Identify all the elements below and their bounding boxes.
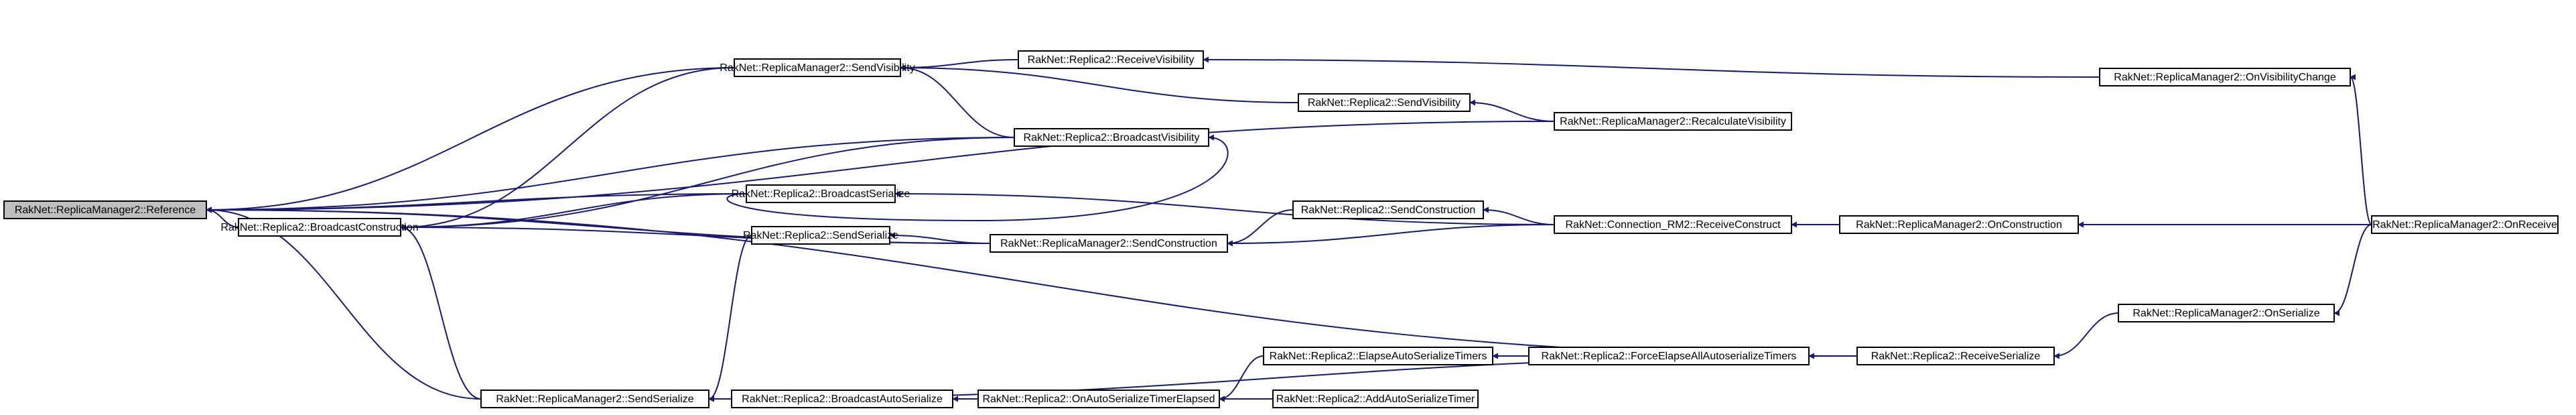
call-edge-n10-to-n1 xyxy=(900,64,1299,103)
node-box xyxy=(977,390,1220,408)
node-box xyxy=(751,226,890,245)
call-edge-n16-to-n14 xyxy=(1219,355,1264,402)
root-function-node[interactable]: RakNet::ReplicaManager2::Reference xyxy=(3,200,207,219)
node-label: RakNet::ReplicaManager2::RecalculateVisi… xyxy=(1560,116,1786,127)
node-box xyxy=(1014,128,1209,147)
call-edge-n3-to-n0 xyxy=(206,137,1015,213)
call-edge-n5-to-n7 xyxy=(708,235,752,402)
call-edge-n1-to-n2 xyxy=(400,67,735,231)
call-edge-n4-to-n0 xyxy=(206,193,747,213)
call-edge-n3-to-n1 xyxy=(900,64,1015,138)
node-box xyxy=(731,390,953,408)
node-label: RakNet::Replica2::OnAutoSerializeTimerEl… xyxy=(982,394,1215,405)
node-box xyxy=(1839,215,2079,234)
function-node[interactable]: RakNet::Connection_RM2::ReceiveConstruct xyxy=(1554,215,1792,234)
call-edge-n7-to-n2 xyxy=(400,224,482,400)
call-edge-n4-to-n2 xyxy=(400,193,747,231)
call-edge-n7-to-n0 xyxy=(206,206,482,400)
call-edge-n11-to-n10 xyxy=(1469,99,1555,122)
call-edge-n4-to-n3 xyxy=(726,134,1229,222)
node-label: RakNet::Replica2::BroadcastSerialize xyxy=(732,188,910,200)
function-node[interactable]: RakNet::Replica2::ForceElapseAllAutoseri… xyxy=(1528,347,1810,365)
node-label: RakNet::ReplicaManager2::SendSerialize xyxy=(496,394,693,405)
function-node[interactable]: RakNet::Replica2::SendConstruction xyxy=(1292,200,1484,219)
node-label: RakNet::Replica2::ForceElapseAllAutoseri… xyxy=(1542,351,1797,362)
node-box xyxy=(480,390,709,408)
node-box xyxy=(1298,93,1471,112)
function-node[interactable]: RakNet::ReplicaManager2::SendConstructio… xyxy=(990,234,1228,253)
function-node[interactable]: RakNet::Replica2::BroadcastVisibility xyxy=(1014,128,1209,147)
function-node[interactable]: RakNet::ReplicaManager2::OnVisibilityCha… xyxy=(2099,68,2351,86)
node-box xyxy=(1856,347,2055,365)
function-node[interactable]: RakNet::Replica2::OnAutoSerializeTimerEl… xyxy=(977,390,1220,408)
call-edge-n13-to-n12 xyxy=(1483,206,1555,225)
function-node[interactable]: RakNet::ReplicaManager2::SendVisibility xyxy=(720,58,915,77)
node-box xyxy=(1528,347,1810,365)
function-node[interactable]: RakNet::Replica2::BroadcastAutoSerialize xyxy=(731,390,953,408)
call-edge-n1-to-n0 xyxy=(206,67,735,213)
node-box xyxy=(3,200,207,219)
node-label: RakNet::Connection_RM2::ReceiveConstruct xyxy=(1565,219,1781,231)
node-box xyxy=(2099,68,2351,86)
node-label: RakNet::ReplicaManager2::OnReceive xyxy=(2372,219,2557,231)
call-edge-n13-to-n6 xyxy=(1227,224,1555,247)
function-node[interactable]: RakNet::ReplicaManager2::OnSerialize xyxy=(2118,304,2335,322)
node-label: RakNet::Replica2::AddAutoSerializeTimer xyxy=(1276,394,1475,405)
function-node[interactable]: RakNet::ReplicaManager2::OnConstruction xyxy=(1839,215,2079,234)
call-edge-n21-to-n20 xyxy=(2053,312,2119,359)
node-label: RakNet::ReplicaManager2::OnVisibilityCha… xyxy=(2114,72,2336,83)
node-label: RakNet::Replica2::ReceiveSerialize xyxy=(1871,351,2041,362)
node-box xyxy=(1554,112,1792,131)
node-label: RakNet::ReplicaManager2::Reference xyxy=(15,204,196,216)
call-edge-n9-to-n1 xyxy=(900,59,1019,71)
node-box xyxy=(1272,390,1479,408)
node-box xyxy=(1018,50,1204,69)
node-label: RakNet::Replica2::SendSerialize xyxy=(743,230,898,241)
node-box xyxy=(734,58,901,77)
node-label: RakNet::ReplicaManager2::SendConstructio… xyxy=(1000,238,1217,249)
node-label: RakNet::Replica2::BroadcastAutoSerialize xyxy=(742,394,943,405)
node-box xyxy=(1554,215,1792,234)
function-node[interactable]: RakNet::Replica2::BroadcastConstruction xyxy=(220,218,419,237)
function-node[interactable]: RakNet::Replica2::ReceiveVisibility xyxy=(1018,50,1204,69)
node-box xyxy=(238,218,401,237)
node-box xyxy=(746,184,896,203)
node-box xyxy=(2371,215,2559,234)
function-node[interactable]: RakNet::Replica2::SendSerialize xyxy=(743,226,898,245)
node-box xyxy=(1263,347,1493,365)
node-label: RakNet::Replica2::BroadcastVisibility xyxy=(1024,132,1200,143)
function-node[interactable]: RakNet::Replica2::ElapseAutoSerializeTim… xyxy=(1263,347,1493,365)
node-label: RakNet::ReplicaManager2::OnConstruction xyxy=(1856,219,2062,231)
call-edge-n6-to-n5 xyxy=(889,232,991,244)
node-box xyxy=(990,234,1228,253)
node-label: RakNet::Replica2::BroadcastConstruction xyxy=(220,222,418,233)
call-edge-n18-to-n9 xyxy=(1203,56,2100,78)
function-node[interactable]: RakNet::Replica2::SendVisibility xyxy=(1298,93,1471,112)
node-label: RakNet::Replica2::SendVisibility xyxy=(1308,97,1461,109)
call-edge-n3-to-n2 xyxy=(400,137,1015,231)
function-node[interactable]: RakNet::ReplicaManager2::SendSerialize xyxy=(480,390,709,408)
call-edge-n13-to-n4 xyxy=(894,190,1555,225)
node-label: RakNet::ReplicaManager2::SendVisibility xyxy=(720,62,914,74)
call-edge-n22-to-n21 xyxy=(2333,224,2372,316)
call-edge-n12-to-n6 xyxy=(1227,209,1294,247)
node-box xyxy=(1292,200,1484,219)
node-layer: RakNet::ReplicaManager2::ReferenceRakNet… xyxy=(3,50,2559,408)
node-label: RakNet::ReplicaManager2::OnSerialize xyxy=(2132,308,2319,319)
node-box xyxy=(2118,304,2335,322)
function-node[interactable]: RakNet::Replica2::BroadcastSerialize xyxy=(732,184,910,203)
function-node[interactable]: RakNet::ReplicaManager2::OnReceive xyxy=(2371,215,2559,234)
call-edge-n22-to-n18 xyxy=(2350,74,2372,225)
node-label: RakNet::Replica2::SendConstruction xyxy=(1301,204,1476,216)
function-node[interactable]: RakNet::Replica2::ReceiveSerialize xyxy=(1856,347,2055,365)
node-label: RakNet::Replica2::ReceiveVisibility xyxy=(1028,54,1195,66)
node-label: RakNet::Replica2::ElapseAutoSerializeTim… xyxy=(1270,351,1487,362)
function-node[interactable]: RakNet::Replica2::AddAutoSerializeTimer xyxy=(1272,390,1479,408)
call-edge-n11-to-n0 xyxy=(206,121,1555,213)
function-node[interactable]: RakNet::ReplicaManager2::RecalculateVisi… xyxy=(1554,112,1792,131)
